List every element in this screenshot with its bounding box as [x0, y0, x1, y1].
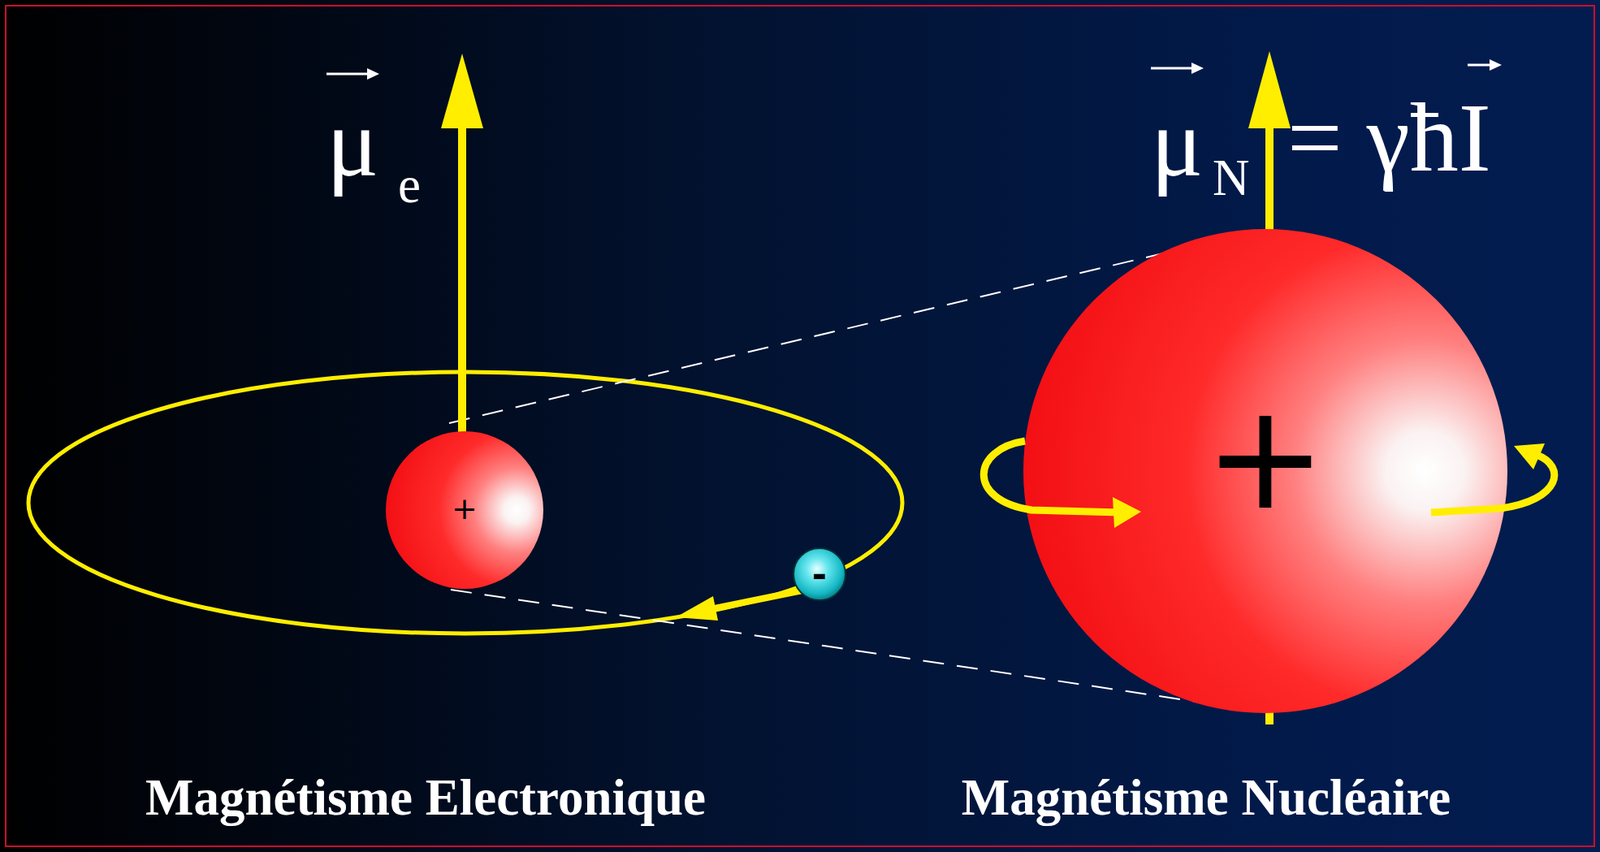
large-nucleus-charge: + [1204, 371, 1328, 542]
electron-charge: - [812, 553, 827, 596]
vector-arrowhead [1489, 59, 1502, 71]
electron: - [792, 547, 847, 602]
rotation-arrow [983, 441, 1121, 513]
rotation-arrowhead [1513, 443, 1545, 470]
moment-formula: = γħI [1287, 82, 1492, 195]
nuclear-moment-arrowhead [1248, 51, 1291, 129]
small-nucleus: + [384, 430, 545, 590]
orbit-direction-arrow [706, 590, 803, 610]
electronic-moment-arrowhead [441, 53, 484, 129]
moment-subscript: N [1212, 148, 1250, 208]
large-nucleus: + [1022, 228, 1509, 714]
vector-arrowhead [367, 68, 380, 80]
frame-border [5, 5, 1595, 847]
vector-arrowhead [1191, 62, 1204, 74]
moment-symbol: μ [326, 86, 379, 199]
caption-label: Magnétisme Nucléaire [961, 768, 1451, 828]
caption-label: Magnétisme Electronique [145, 768, 706, 828]
electronic-moment-arrow [458, 121, 467, 455]
vector-arrow [1150, 67, 1197, 70]
small-nucleus-charge: + [451, 490, 478, 527]
moment-subscript: e [397, 155, 421, 216]
orbit-direction-arrowhead [675, 596, 718, 621]
moment-symbol: μ [1150, 86, 1203, 199]
vector-arrow [326, 73, 372, 76]
rotation-arrowhead [1112, 497, 1142, 528]
